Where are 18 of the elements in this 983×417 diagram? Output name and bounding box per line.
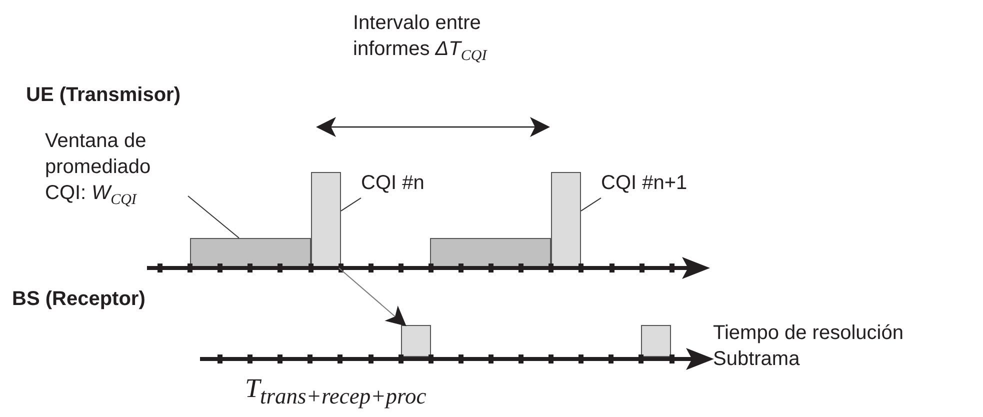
label-text: Intervalo entre informes ΔT$_{CQI}$ <box>353 11 488 66</box>
signal-block <box>401 325 431 357</box>
signal-bar <box>311 172 341 268</box>
callout-text: Ventana de promediado CQI: W$_{CQI}$ <box>45 128 188 212</box>
leader-line <box>580 197 602 212</box>
arrow <box>338 268 406 326</box>
signal-bar <box>190 238 311 268</box>
heading: BS (Receptor) <box>12 287 146 312</box>
leader-line <box>340 197 362 212</box>
callout-text: CQI #n+1 <box>601 170 711 200</box>
heading: UE (Transmisor) <box>26 83 182 108</box>
leader-line <box>188 196 240 238</box>
callout-text: CQI #n <box>361 170 461 200</box>
axis-label: Tiempo de resolución Subtrama <box>713 321 904 372</box>
signal-block <box>641 325 671 357</box>
delay-label: T$_{trans+recep+proc}$ <box>245 372 428 410</box>
signal-bar <box>430 238 551 268</box>
signal-bar <box>551 172 581 268</box>
